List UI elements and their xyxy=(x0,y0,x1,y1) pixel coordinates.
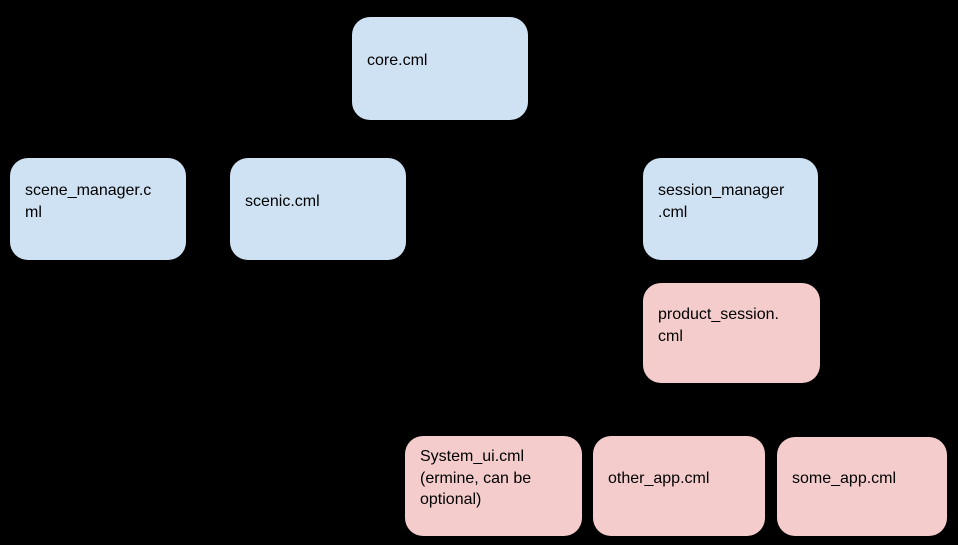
node-product-session-cml: product_session. cml xyxy=(643,283,820,383)
node-core-cml: core.cml xyxy=(352,17,528,120)
node-other-app-cml: other_app.cml xyxy=(593,436,765,536)
node-scenic-cml: scenic.cml xyxy=(230,158,406,260)
node-system-ui-cml: System_ui.cml (ermine, can be optional) xyxy=(405,436,582,536)
node-scene-manager-cml: scene_manager.c ml xyxy=(10,158,186,260)
node-some-app-cml: some_app.cml xyxy=(777,437,947,536)
node-session-manager-cml: session_manager .cml xyxy=(643,158,818,260)
